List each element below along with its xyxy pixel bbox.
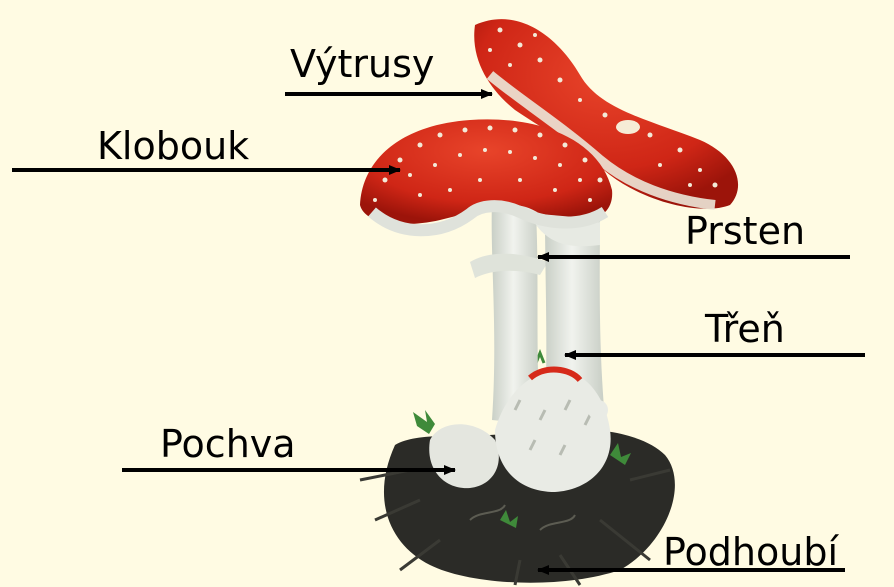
label-klobouk: Klobouk [97, 127, 249, 165]
volva [429, 370, 610, 492]
label-vytrusy: Výtrusy [290, 45, 434, 83]
label-podhoubi: Podhoubí [663, 533, 838, 571]
label-tren: Třeň [705, 310, 785, 348]
label-pochva: Pochva [160, 425, 296, 463]
label-prsten: Prsten [685, 212, 805, 250]
